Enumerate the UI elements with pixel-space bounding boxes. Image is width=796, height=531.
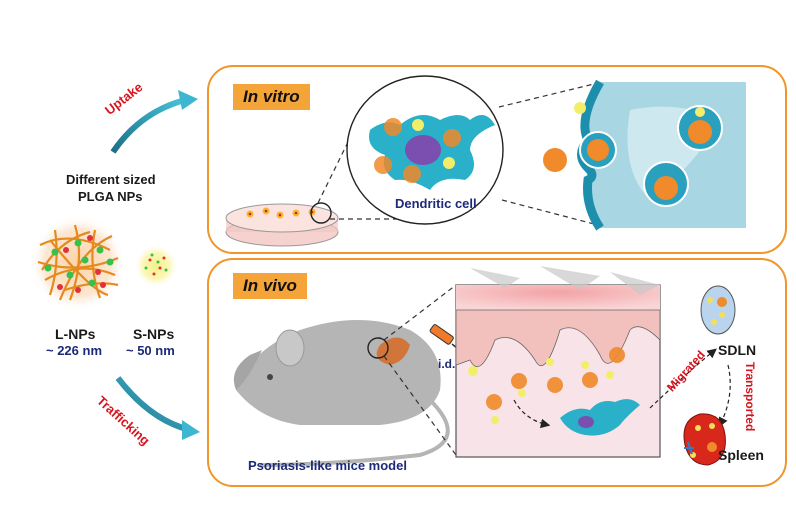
migrated-arrow (649, 348, 717, 409)
lymph-node-icon (700, 285, 736, 335)
mouse-model-label: Psoriasis-like mice model (248, 458, 407, 473)
s-nps-size: ~ 50 nm (126, 343, 175, 358)
petri-dish (225, 202, 339, 247)
transported-label: Transported (743, 362, 757, 432)
in-vitro-panel (207, 65, 787, 254)
s-nps-name: S-NPs (133, 326, 175, 342)
l-nps-size: ~ 226 nm (46, 343, 103, 358)
injection-label: i.d. (438, 357, 456, 371)
endocytosis-zoom (543, 79, 746, 231)
zoom-lines-invivo (383, 284, 457, 456)
small-nanoparticle (134, 244, 178, 288)
uptake-arrow (110, 90, 198, 154)
trafficking-arrow (115, 376, 200, 440)
skin-section (455, 266, 661, 458)
in-vitro-tag: In vitro (233, 84, 310, 110)
in-vivo-tag: In vivo (233, 273, 307, 299)
dendritic-cell-zoom (346, 75, 504, 225)
large-nanoparticle (30, 215, 126, 311)
l-nps-name: L-NPs (55, 326, 96, 342)
spleen-icon (683, 413, 726, 466)
in-vivo-panel (207, 258, 787, 487)
title-line1: Different sized (66, 172, 156, 187)
sdln-label: SDLN (718, 342, 757, 358)
mouse-illustration (233, 320, 450, 467)
title-line2: PLGA NPs (78, 189, 143, 204)
transported-arrow (718, 364, 731, 428)
spleen-label: Spleen (718, 447, 764, 463)
dendritic-cell-label: Dendritic cell (395, 196, 477, 211)
